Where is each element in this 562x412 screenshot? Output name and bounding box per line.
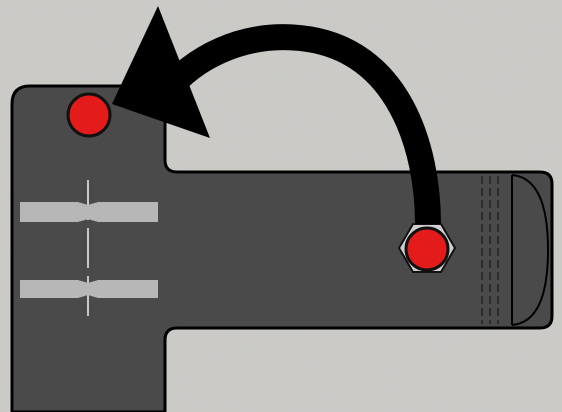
- end-cap-curve: [511, 174, 550, 326]
- lower-rail: [20, 280, 158, 298]
- curved-arrow-icon: [112, 6, 441, 225]
- start-marker-icon: [404, 226, 450, 272]
- arrow-head: [112, 6, 210, 138]
- end-cap-detail: [481, 174, 550, 326]
- arrow-shaft: [157, 24, 441, 225]
- upper-rail: [20, 202, 158, 222]
- left-rails: [20, 180, 158, 322]
- target-marker-icon: [66, 92, 112, 138]
